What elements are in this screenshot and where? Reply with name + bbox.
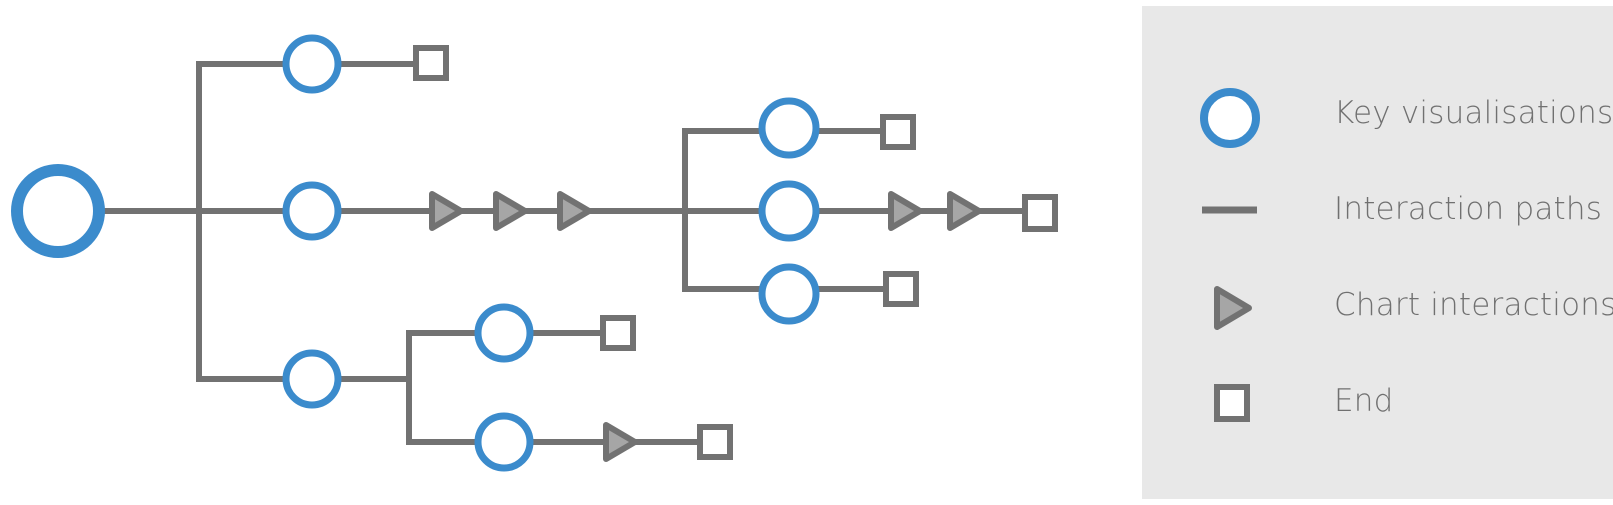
key-visualisation-icon	[474, 412, 534, 472]
path-line-icon	[1202, 206, 1257, 214]
key-visualisation-icon	[282, 181, 342, 241]
chart-interactions	[429, 191, 982, 462]
chart-interaction-icon	[888, 191, 923, 231]
legend-item-interaction-paths: Interaction paths	[1192, 177, 1602, 247]
end-icon	[697, 424, 733, 460]
key-visualisation-icon	[282, 34, 342, 94]
end-icon	[413, 45, 449, 81]
key-visualisation-icon	[474, 303, 534, 363]
chart-interaction-icon	[1214, 286, 1252, 330]
chart-interaction-icon	[947, 191, 982, 231]
end-icon	[883, 271, 919, 307]
end-icon	[880, 114, 916, 150]
key-visualisation-icon	[282, 349, 342, 409]
chart-interaction-icon	[429, 191, 464, 231]
legend-item-key-visualisations: Key visualisations	[1192, 81, 1613, 151]
key-visualisation-nodes	[11, 34, 820, 472]
end-icon	[1214, 384, 1250, 422]
legend-item-end: End	[1192, 369, 1592, 439]
end-icon	[1022, 194, 1058, 232]
key-visualisation-icon	[758, 180, 820, 242]
chart-interaction-icon	[603, 422, 638, 462]
legend-label: Key visualisations	[1334, 95, 1613, 131]
chart-interaction-icon	[493, 191, 528, 231]
legend-label: Chart interactions	[1334, 287, 1613, 323]
end-nodes	[413, 45, 1058, 460]
legend-panel: Key visualisations Interaction paths Cha…	[1142, 6, 1613, 499]
root-visualisation-icon	[11, 164, 105, 258]
key-visualisation-icon	[758, 97, 820, 159]
key-visualisation-icon	[1200, 88, 1260, 148]
legend-item-chart-interactions: Chart interactions	[1192, 273, 1613, 343]
key-visualisation-icon	[758, 263, 820, 325]
end-icon	[600, 315, 636, 351]
legend-label: End	[1334, 383, 1394, 419]
chart-interaction-icon	[557, 191, 592, 231]
legend-label: Interaction paths	[1334, 191, 1603, 227]
